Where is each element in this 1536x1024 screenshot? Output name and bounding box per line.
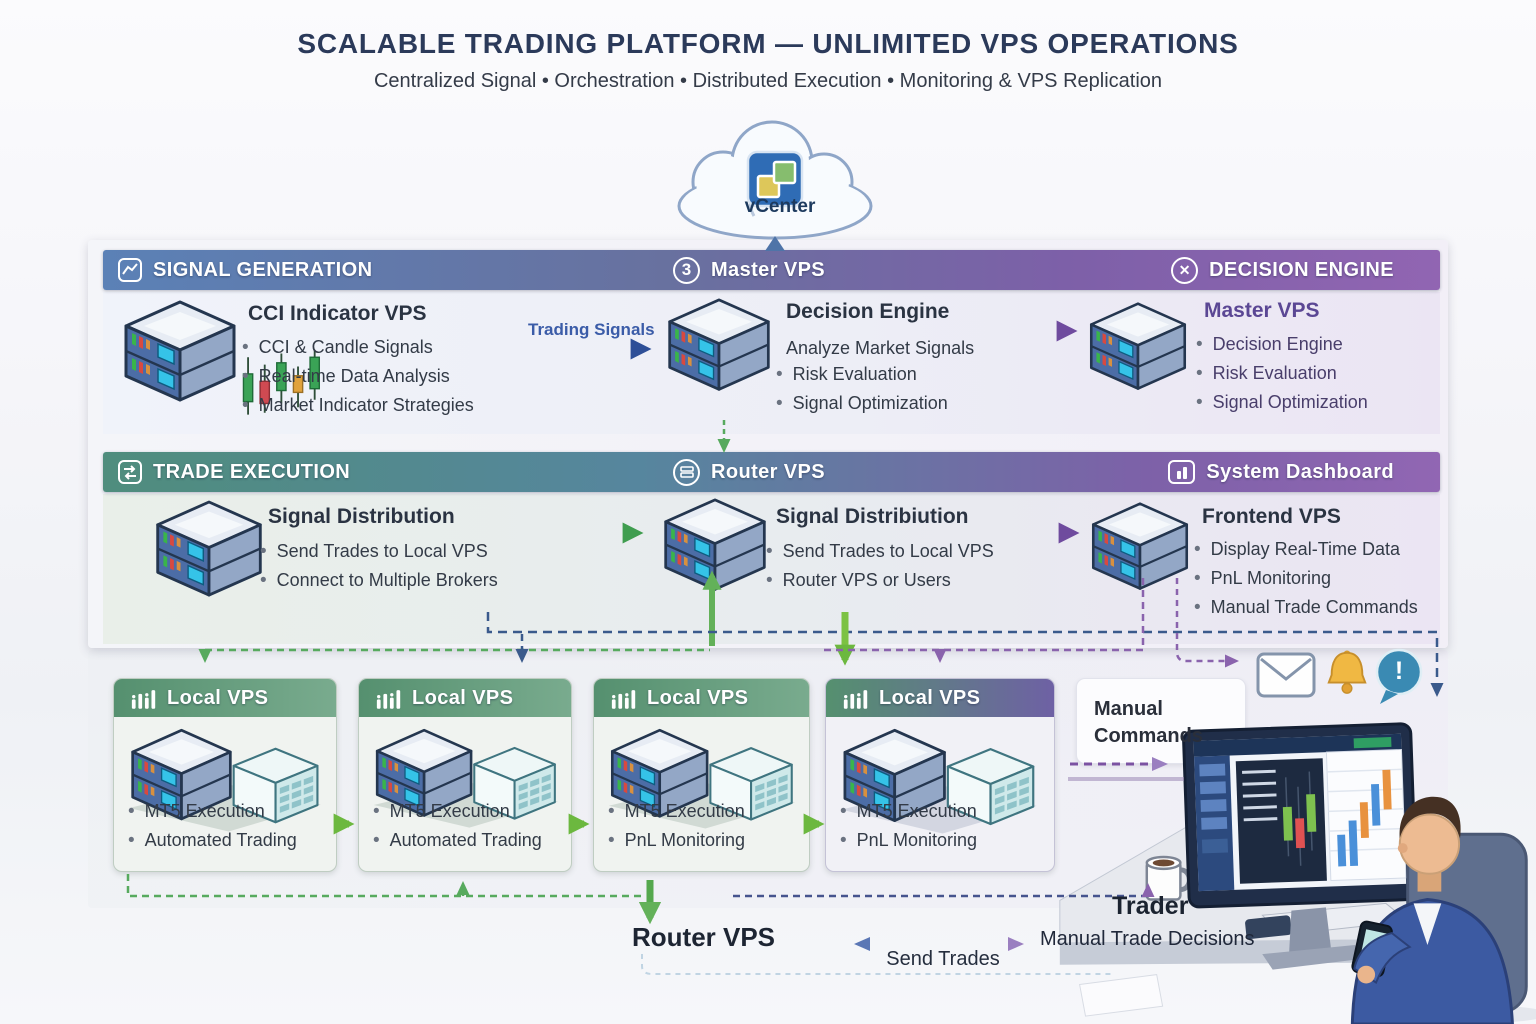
- local-vps-bullet: PnL Monitoring: [608, 826, 745, 855]
- local-vps-1-title: Local VPS: [167, 686, 269, 709]
- decision-bullet: Signal Optimization: [776, 389, 948, 418]
- master-bullet: Signal Optimization: [1196, 388, 1368, 417]
- dashboard-icon: [1168, 460, 1196, 484]
- frontend-server-icon: [1091, 502, 1189, 590]
- distribution-bullet: Send Trades to Local VPS: [260, 537, 498, 566]
- master-bullet: Decision Engine: [1196, 330, 1368, 359]
- local-vps-box-1: Local VPS MT5 Execution Automated Tradin…: [113, 678, 337, 872]
- monitor: [1182, 722, 1418, 970]
- local-vps-2-bullets: MT5 Execution Automated Trading: [373, 797, 542, 855]
- local-vps-bullet: MT5 Execution: [128, 797, 297, 826]
- local-vps-bullet: MT5 Execution: [373, 797, 542, 826]
- local-vps-2-header: Local VPS: [359, 679, 571, 717]
- local-vps-box-3: Local VPS MT5 Execution PnL Monitoring: [593, 678, 810, 872]
- trade-execution-icon: [118, 460, 142, 484]
- x-circle-icon: ✕: [1171, 256, 1199, 284]
- manual-commands-label: Manual Commands: [1094, 698, 1203, 747]
- frontend-bullet: PnL Monitoring: [1194, 564, 1418, 593]
- master-bullet-list: Decision Engine Risk Evaluation Signal O…: [1196, 330, 1368, 417]
- send-trades-label: Send Trades: [886, 948, 1000, 970]
- vps-bars-icon: [611, 689, 636, 709]
- local-vps-1-bullets: MT5 Execution Automated Trading: [128, 797, 297, 855]
- alert-exclamation: !: [1394, 657, 1404, 685]
- page-subtitle: Centralized Signal • Orchestration • Dis…: [373, 70, 1163, 92]
- cci-bullet: CCI & Candle Signals: [242, 333, 474, 362]
- local-vps-3-bullets: MT5 Execution PnL Monitoring: [608, 797, 745, 855]
- local-vps-bullet: PnL Monitoring: [840, 826, 977, 855]
- master-bullet: Risk Evaluation: [1196, 359, 1368, 388]
- row2-right-title: System Dashboard: [1206, 460, 1394, 483]
- cci-server-icon: [124, 300, 236, 402]
- trader-person: [1350, 796, 1514, 1024]
- decision-bullet: Risk Evaluation: [776, 360, 948, 389]
- local-vps-4-title: Local VPS: [879, 686, 981, 709]
- router-vps-bottom-label: Router VPS: [632, 922, 776, 952]
- router-circle-icon: [673, 458, 700, 486]
- router-server-icon: [664, 498, 766, 591]
- vps-bars-icon: [131, 689, 156, 709]
- row1-header-band: SIGNAL GENERATION 3 Master VPS ✕ DECISIO…: [103, 250, 1440, 290]
- row2-header-band: TRADE EXECUTION Router VPS System Dashbo…: [103, 452, 1440, 492]
- vcenter-label: vCenter: [744, 196, 816, 217]
- row2-band-left: TRADE EXECUTION: [117, 459, 350, 485]
- distribution-server-icon: [156, 500, 262, 597]
- badge-3-icon: 3: [673, 256, 700, 284]
- router-title: Signal Distribiution: [776, 505, 969, 528]
- distribution-title: Signal Distribution: [268, 505, 455, 528]
- row1-left-title: SIGNAL GENERATION: [153, 258, 373, 281]
- local-vps-bullet: Automated Trading: [128, 826, 297, 855]
- router-bullet-list: Send Trades to Local VPS Router VPS or U…: [766, 537, 994, 595]
- row2-center-title: Router VPS: [711, 460, 826, 483]
- frontend-bullet-list: Display Real-Time Data PnL Monitoring Ma…: [1194, 535, 1418, 622]
- row1-band-center: 3 Master VPS: [673, 256, 826, 284]
- master-title: Master VPS: [1204, 299, 1320, 322]
- manual-trade-decisions-label: Manual Trade Decisions: [1040, 928, 1255, 950]
- frontend-title: Frontend VPS: [1202, 505, 1341, 528]
- local-vps-bullet: MT5 Execution: [608, 797, 745, 826]
- vps-bars-icon: [843, 689, 868, 709]
- local-vps-2-title: Local VPS: [412, 686, 514, 709]
- local-vps-box-2: Local VPS MT5 Execution Automated Tradin…: [358, 678, 572, 872]
- cci-bullet: Real-time Data Analysis: [242, 362, 474, 391]
- local-vps-bullet: MT5 Execution: [840, 797, 977, 826]
- router-bullet: Router VPS or Users: [766, 566, 994, 595]
- local-vps-bullet: Automated Trading: [373, 826, 542, 855]
- router-bullet: Send Trades to Local VPS: [766, 537, 994, 566]
- distribution-bullet: Connect to Multiple Brokers: [260, 566, 498, 595]
- local-vps-1-header: Local VPS: [114, 679, 336, 717]
- trader-label: Trader: [1112, 892, 1189, 920]
- frontend-bullet: Display Real-Time Data: [1194, 535, 1418, 564]
- row1-right-title: DECISION ENGINE: [1209, 258, 1394, 281]
- bell-icon: [1327, 650, 1367, 694]
- decision-lead: Analyze Market Signals: [786, 338, 975, 358]
- row1-center-title: Master VPS: [711, 258, 826, 281]
- vcenter-cloud-icon: [677, 120, 873, 240]
- signal-chart-icon: [118, 258, 142, 282]
- row2-left-title: TRADE EXECUTION: [153, 460, 351, 483]
- master-server-icon: [1089, 302, 1187, 390]
- local-vps-3-title: Local VPS: [647, 686, 749, 709]
- cci-bullet-list: CCI & Candle Signals Real-time Data Anal…: [242, 333, 474, 420]
- row1-band-right: ✕ DECISION ENGINE: [1171, 256, 1394, 284]
- cci-bullet: Market Indicator Strategies: [242, 391, 474, 420]
- local-vps-4-bullets: MT5 Execution PnL Monitoring: [840, 797, 977, 855]
- decision-server-icon: [668, 298, 770, 391]
- cci-title: CCI Indicator VPS: [248, 302, 427, 325]
- local-vps-box-4: Local VPS MT5 Execution PnL Monitoring: [825, 678, 1055, 872]
- local-vps-4-header: Local VPS: [826, 679, 1054, 717]
- page-title: SCALABLE TRADING PLATFORM — UNLIMITED VP…: [297, 28, 1239, 59]
- trader-illustration: [1059, 722, 1536, 1024]
- distribution-bullet-list: Send Trades to Local VPS Connect to Mult…: [260, 537, 498, 595]
- row2-band-center: Router VPS: [673, 458, 826, 486]
- local-vps-3-header: Local VPS: [594, 679, 809, 717]
- row1-band-left: SIGNAL GENERATION: [117, 257, 372, 283]
- decision-bullet-list: Risk Evaluation Signal Optimization: [776, 360, 948, 418]
- decision-title: Decision Engine: [786, 300, 950, 323]
- trading-signals-label: Trading Signals: [528, 320, 655, 339]
- row2-band-right: System Dashboard: [1168, 460, 1394, 484]
- mail-icon: [1256, 652, 1316, 698]
- frontend-bullet: Manual Trade Commands: [1194, 593, 1418, 622]
- vps-bars-icon: [376, 689, 401, 709]
